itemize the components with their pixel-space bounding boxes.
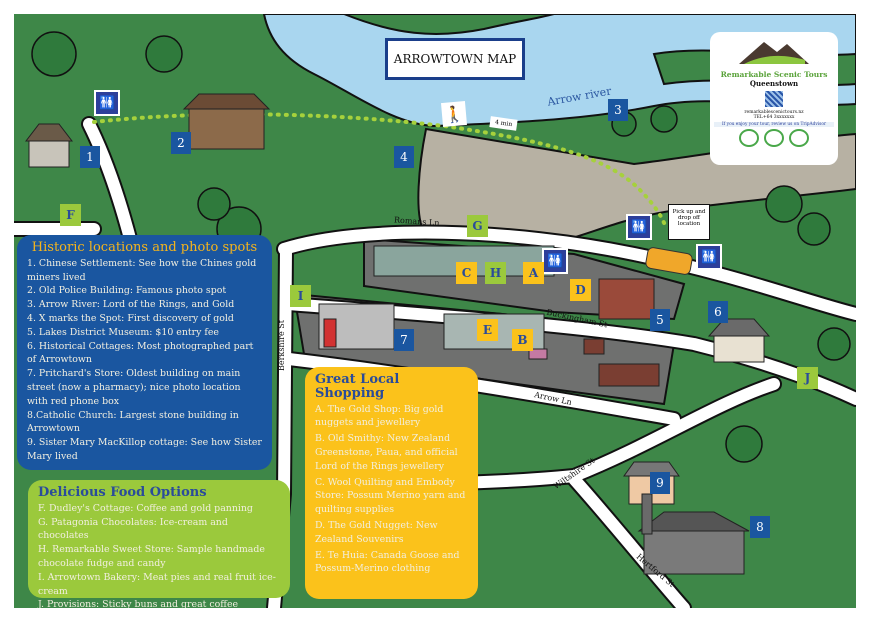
street-berkshire-st: Berkshire St (276, 320, 286, 371)
marker-b[interactable]: B (512, 329, 533, 351)
map-title-box: ARROWTOWN MAP (385, 38, 525, 80)
marker-c[interactable]: C (456, 262, 477, 284)
shopping-panel: Great Local Shopping A. The Gold Shop: B… (305, 367, 478, 599)
website[interactable]: remarkablescenictours.nz (744, 110, 804, 115)
historic-heading: Historic locations and photo spots (31, 240, 258, 255)
shopping-heading: Great Local Shopping (315, 372, 400, 401)
historic-item: 6. Historical Cottages: Most photographe… (27, 340, 254, 366)
food-heading: Delicious Food Options (38, 485, 207, 500)
historic-item: 1. Chinese Settlement: See how the Chine… (27, 257, 257, 283)
marker-3[interactable]: 3 (608, 99, 628, 121)
toilet-icon: 🚻 (94, 90, 120, 116)
toilet-icon: 🚻 (542, 248, 568, 274)
marker-e[interactable]: E (477, 319, 498, 341)
brand-name: Remarkable Scenic Tours (720, 70, 828, 79)
brand-city: Queenstown (749, 79, 799, 88)
tripadvisor-badge-icon (764, 129, 784, 147)
marker-g[interactable]: G (467, 215, 488, 237)
food-item: H. Remarkable Sweet Store: Sample handma… (38, 544, 265, 569)
shopping-item: A. The Gold Shop: Big gold nuggets and j… (315, 403, 444, 429)
food-item: F. Dudley's Cottage: Coffee and gold pan… (38, 502, 253, 514)
marker-a[interactable]: A (523, 262, 544, 284)
marker-j[interactable]: J (797, 367, 818, 389)
marker-2[interactable]: 2 (171, 132, 191, 154)
map-canvas: ARROWTOWN MAP Remarkable Scenic Tours Qu… (14, 14, 856, 608)
shopping-item: C. Wool Quilting and Embody Store: Possu… (315, 476, 466, 516)
mountain-logo-icon (739, 42, 809, 64)
walking-person-icon: 🚶 (440, 100, 468, 128)
food-item: G. Patagonia Chocolates: Ice-cream and c… (38, 516, 228, 542)
historic-item: 3. Arrow River: Lord of the Rings, and G… (27, 299, 235, 311)
toilet-icon: 🚻 (696, 244, 722, 270)
marker-6[interactable]: 6 (708, 301, 728, 323)
pickup-label: Pick up and drop off location (668, 204, 710, 240)
historic-item: 2. Old Police Building: Famous photo spo… (27, 285, 227, 297)
food-panel: Delicious Food Options F. Dudley's Cotta… (28, 480, 290, 608)
shopping-item: D. The Gold Nugget: New Zealand Souvenir… (315, 519, 438, 545)
historic-item: 9. Sister Mary MacKillop cottage: See ho… (27, 437, 262, 462)
qr-code-icon[interactable] (765, 91, 783, 107)
marker-1[interactable]: 1 (80, 146, 100, 168)
tripadvisor-note: If you enjoy your tour, review us on Tri… (714, 122, 834, 127)
shopping-item: B. Old Smithy: New Zealand Greenstone, P… (315, 433, 458, 472)
river-island (343, 14, 555, 35)
historic-item: 5. Lakes District Museum: $10 entry fee (27, 326, 219, 338)
marker-f[interactable]: F (60, 204, 81, 226)
tripadvisor-badges (710, 129, 838, 147)
historic-item: 4. X marks the Spot: First discovery of … (27, 312, 234, 324)
food-item: J. Provisions: Sticky buns and great cof… (38, 599, 239, 608)
toilet-icon: 🚻 (626, 214, 652, 240)
historic-item: 7. Pritchard's Store: Oldest building on… (27, 368, 241, 407)
food-item: I. Arrowtown Bakery: Meat pies and real … (38, 571, 276, 597)
marker-7[interactable]: 7 (394, 329, 414, 351)
marker-4[interactable]: 4 (394, 146, 414, 168)
phone: TEL+64 3xxxxxxx (753, 115, 795, 120)
marker-9[interactable]: 9 (650, 472, 670, 494)
marker-d[interactable]: D (570, 279, 591, 301)
marker-i[interactable]: I (290, 285, 311, 307)
tripadvisor-badge-icon (789, 129, 809, 147)
historic-item: 8.Catholic Church: Largest stone buildin… (27, 409, 239, 435)
logo-card: Remarkable Scenic Tours Queenstown remar… (710, 32, 838, 165)
tripadvisor-badge-icon (739, 129, 759, 147)
marker-5[interactable]: 5 (650, 309, 670, 331)
marker-h[interactable]: H (485, 262, 506, 284)
marker-8[interactable]: 8 (750, 516, 770, 538)
shopping-item: E. Te Huia: Canada Goose and Possum-Meri… (315, 549, 460, 575)
map-title: ARROWTOWN MAP (393, 52, 517, 66)
historic-panel: Historic locations and photo spots 1. Ch… (17, 235, 272, 470)
